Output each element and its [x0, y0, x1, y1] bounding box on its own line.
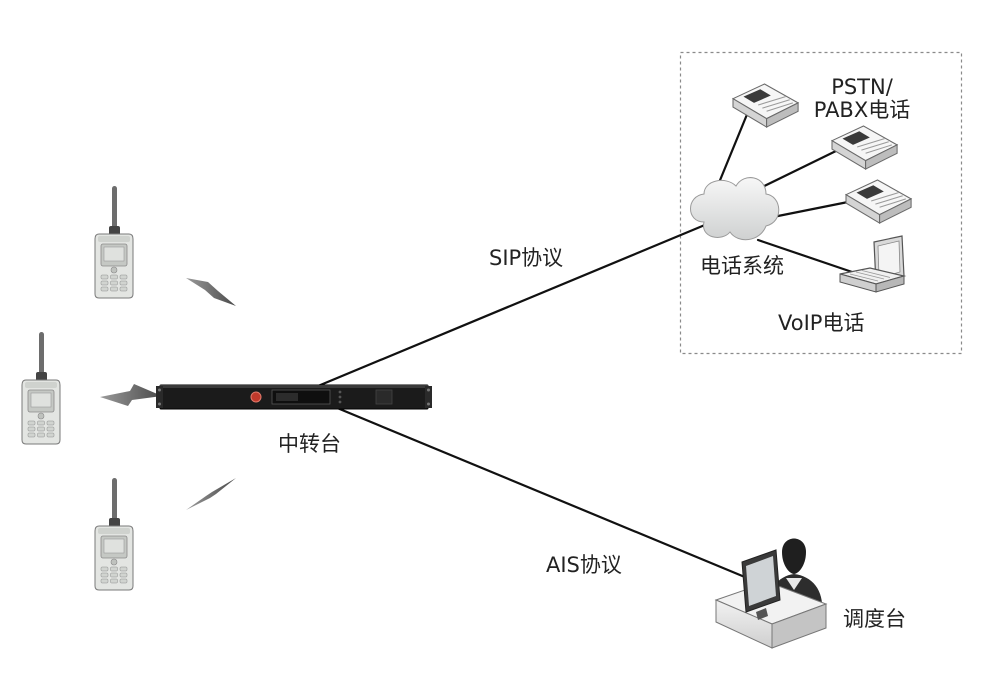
lightning-signal-icon	[100, 278, 236, 510]
dispatch-console-label: 调度台	[843, 607, 906, 631]
handheld-radio-icon	[21, 331, 61, 445]
sip-link	[316, 220, 714, 388]
pstn-label-line1: PSTN/	[831, 75, 893, 99]
voip-phone-label: VoIP电话	[778, 311, 865, 335]
desk-phone-icon	[831, 125, 898, 170]
phone-system-label: 电话系统	[700, 254, 784, 278]
handheld-radio-icon	[94, 477, 134, 591]
dispatcher-console-icon	[714, 538, 828, 649]
desk-phone-icon	[732, 83, 799, 128]
sip-protocol-label: SIP协议	[489, 246, 564, 270]
phone-system-boundary	[679, 51, 963, 355]
pstn-pabx-phone-label: PSTN/ PABX电话	[806, 76, 918, 122]
repeater-label: 中转台	[278, 432, 341, 456]
power-button-icon	[250, 391, 262, 403]
ais-link	[316, 398, 754, 582]
voip-phone-icon	[839, 235, 907, 293]
desk-phone-icon	[845, 179, 912, 224]
ais-protocol-label: AIS协议	[546, 553, 622, 577]
repeater-rack-unit-icon	[156, 384, 432, 410]
pstn-label-line2: PABX电话	[813, 98, 911, 122]
handheld-radio-icon	[94, 185, 134, 299]
connection-lines	[316, 110, 860, 582]
cloud-icon	[690, 177, 780, 241]
